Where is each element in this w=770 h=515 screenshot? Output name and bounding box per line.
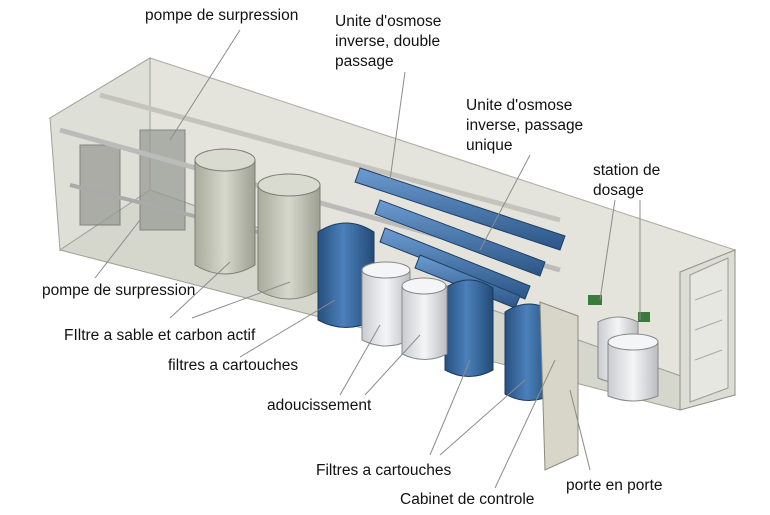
- label-sand-carbon: FIltre a sable et carbon actif: [64, 327, 256, 344]
- control-cabinet: [539, 301, 579, 471]
- label-softening: adoucissement: [267, 397, 372, 414]
- ro-membranes: [354, 167, 566, 309]
- cartridge-filter-tanks: [361, 261, 448, 360]
- label-cartridge-1: filtres a cartouches: [168, 357, 299, 374]
- label-control-cabinet: Cabinet de controle: [400, 491, 535, 508]
- label-door: porte en porte: [566, 477, 663, 494]
- label-ro-double: Unite d'osmose inverse, double passage: [335, 12, 441, 72]
- label-line: inverse, double: [335, 33, 441, 50]
- label-line: Unite d'osmose: [335, 13, 442, 30]
- label-cartridge-2: Filtres a cartouches: [316, 462, 452, 479]
- label-line: unique: [466, 137, 513, 154]
- label-ro-single: Unite d'osmose inverse, passage unique: [466, 96, 583, 156]
- label-dosing: station de dosage: [593, 161, 660, 201]
- leader-lines: [94, 29, 641, 489]
- label-pump-top: pompe de surpression: [145, 7, 299, 24]
- dosing-station: [588, 295, 659, 402]
- label-line: Unite d'osmose: [466, 97, 573, 114]
- label-line: station de: [593, 162, 661, 179]
- label-line: inverse, passage: [466, 117, 584, 134]
- sand-carbon-filter-tanks: [194, 148, 321, 300]
- label-line: passage: [335, 53, 394, 70]
- label-pump-left: pompe de surpression: [42, 282, 196, 299]
- label-line: dosage: [593, 182, 644, 199]
